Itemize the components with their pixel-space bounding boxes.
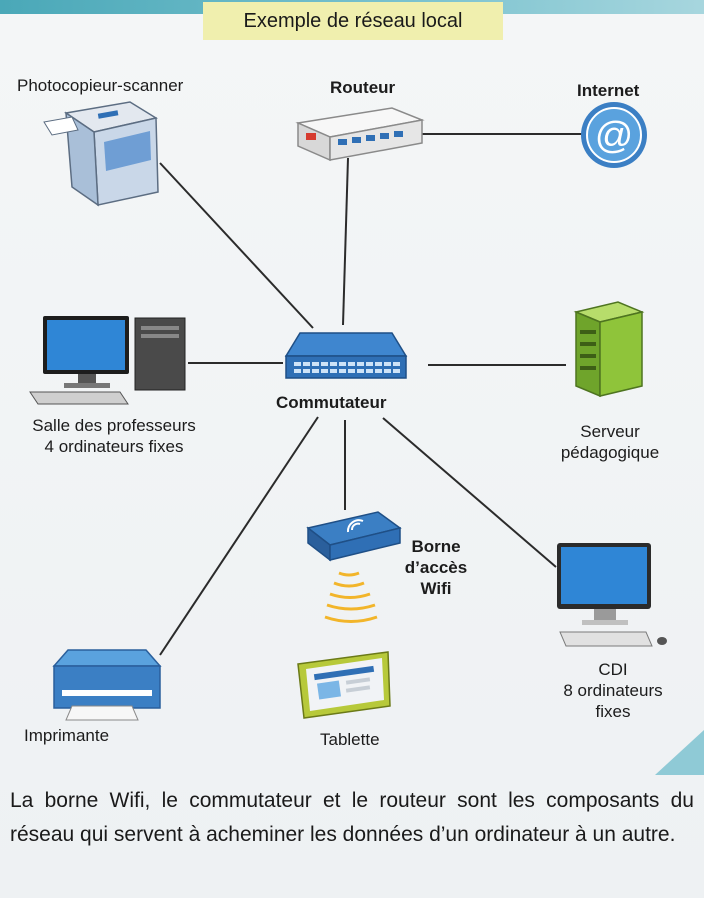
label-cdi-line2: 8 ordinateurs <box>563 681 663 700</box>
decorative-corner <box>655 730 704 775</box>
label-internet: Internet <box>577 81 640 100</box>
wifi-waves-icon <box>324 571 378 623</box>
internet-globe-icon: @ <box>581 102 647 168</box>
link-switch-photocopier <box>159 162 314 329</box>
label-cdi-line3: fixes <box>595 702 631 721</box>
label-tablet: Tablette <box>320 730 380 749</box>
label-wifi-line2: d’accès <box>404 558 468 577</box>
wifi-access-point-icon <box>306 511 402 562</box>
diagram-title: Exemple de réseau local <box>203 2 503 40</box>
label-server-line1: Serveur <box>580 422 640 441</box>
connection-lines <box>159 133 590 656</box>
label-server-line2: pédagogique <box>560 443 660 462</box>
cdi-computer-icon <box>557 543 667 647</box>
link-switch-router <box>342 157 349 326</box>
internet-at-symbol: @ <box>595 115 634 157</box>
network-diagram: @ <box>29 101 667 721</box>
label-staff-room: Salle des professeurs 4 ordinateurs fixe… <box>16 415 212 457</box>
label-switch: Commutateur <box>276 393 387 412</box>
label-printer: Imprimante <box>24 726 110 745</box>
label-cdi: CDI 8 ordinateurs fixes <box>555 659 671 722</box>
label-staff-room-line2: 4 ordinateurs fixes <box>44 437 184 456</box>
link-switch-cdi <box>382 417 557 568</box>
label-server: Serveur pédagogique <box>540 421 680 463</box>
label-wifi: Borne d’accès Wifi <box>400 536 472 599</box>
caption-text: La borne Wifi, le commutateur et le rout… <box>10 789 694 846</box>
desktop-computer-icon <box>29 316 186 405</box>
label-wifi-line3: Wifi <box>420 579 452 598</box>
server-rack-icon <box>573 301 645 398</box>
switch-icon <box>284 332 408 379</box>
router-icon <box>295 107 425 162</box>
photocopier-icon <box>43 101 159 207</box>
tablet-icon <box>297 651 391 719</box>
label-staff-room-line1: Salle des professeurs <box>32 416 196 435</box>
link-switch-printer <box>159 416 319 656</box>
label-cdi-line1: CDI <box>598 660 628 679</box>
label-photocopier: Photocopieur-scanner <box>17 76 184 95</box>
label-router: Routeur <box>330 78 396 97</box>
label-wifi-line1: Borne <box>411 537 461 556</box>
printer-icon <box>52 649 162 721</box>
